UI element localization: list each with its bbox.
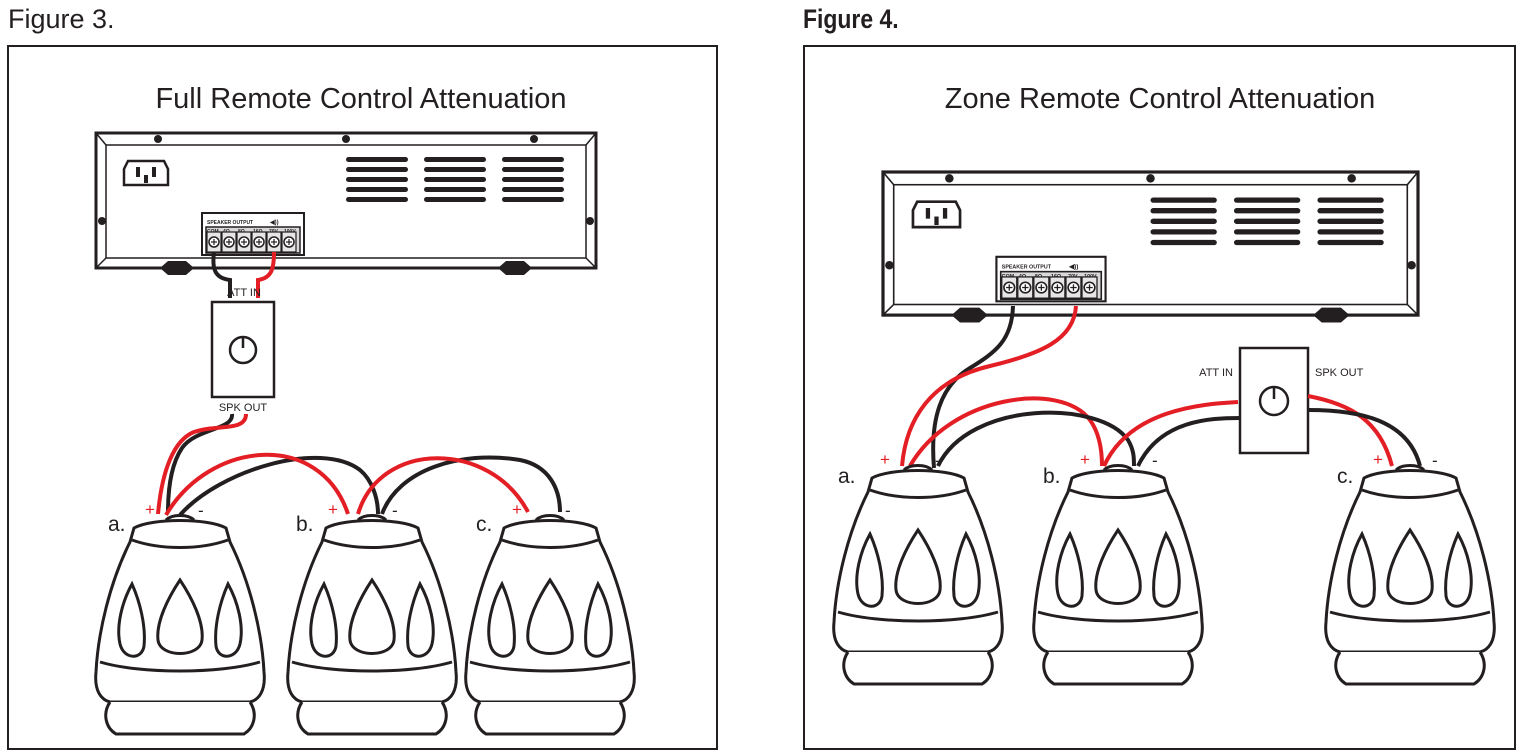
speaker-c-minus: - <box>565 501 571 520</box>
amplifier-rear-panel-zone: SPEAKER OUTPUT ◀)) COM 4Ω 8Ω 16Ω 70V 100… <box>881 170 1420 325</box>
speaker-b-minus-zone: - <box>1152 451 1158 470</box>
speaker-c-plus-zone: + <box>1373 450 1383 469</box>
att-in-label-zone: ATT IN <box>1199 367 1233 379</box>
speaker-a-label: a. <box>108 513 126 536</box>
speaker-b-plus-zone: + <box>1080 450 1090 469</box>
speaker-b-plus: + <box>328 500 338 519</box>
speaker-c-plus: + <box>512 500 522 519</box>
speaker-c-label-zone: c. <box>1337 465 1353 488</box>
speaker-a-plus-zone: + <box>880 450 890 469</box>
speaker-a-label-zone: a. <box>838 465 856 488</box>
amplifier-rear-panel: SPEAKER OUTPUT ◀)) COM 4Ω 8Ω 16Ω 70V 100… <box>94 131 598 277</box>
spk-out-label: SPK OUT <box>219 402 268 414</box>
attenuator-control-zone <box>1238 346 1310 455</box>
speaker-output-label-zone: SPEAKER OUTPUT <box>1002 264 1052 270</box>
speaker-b-label-zone: b. <box>1043 465 1061 488</box>
speaker-output-label: SPEAKER OUTPUT <box>207 220 253 226</box>
speaker-a-minus: - <box>198 501 204 520</box>
figure-4: Zone Remote Control Attenuation SPEAKER … <box>803 45 1516 750</box>
figure-4-caption: Figure 4. <box>803 4 899 34</box>
figure-3-caption: Figure 3. <box>8 4 115 34</box>
speaker-a-plus: + <box>145 500 155 519</box>
svg-text:◀)): ◀)) <box>269 219 279 226</box>
attenuator-control <box>210 300 276 399</box>
svg-text:◀)): ◀)) <box>1068 263 1078 270</box>
spk-out-label-zone: SPK OUT <box>1315 367 1364 379</box>
speaker-a-minus-zone: - <box>935 451 941 470</box>
figure-3: Full Remote Control Attenuation SPEAKER … <box>7 45 718 750</box>
speaker-b-minus: - <box>392 501 398 520</box>
figure-3-title: Full Remote Control Attenuation <box>155 83 566 115</box>
speaker-c-minus-zone: - <box>1432 451 1438 470</box>
speaker-b-label: b. <box>296 513 314 536</box>
speaker-c-label: c. <box>476 513 492 536</box>
figure-4-title: Zone Remote Control Attenuation <box>945 83 1375 115</box>
att-in-label: ATT IN <box>227 287 261 299</box>
